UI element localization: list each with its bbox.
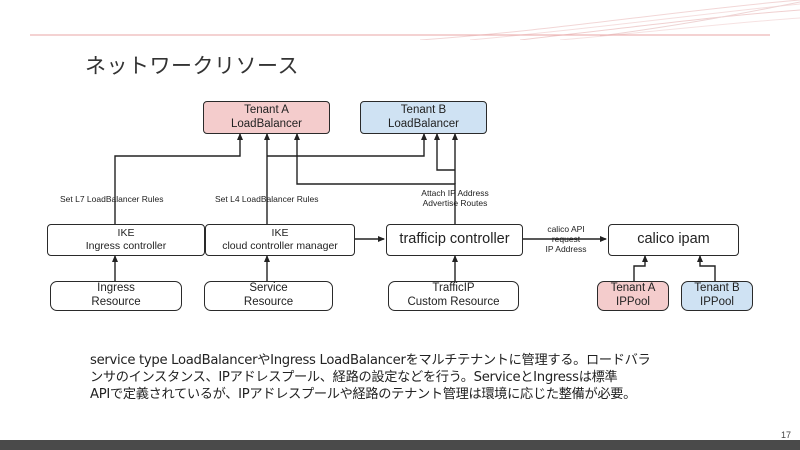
service-resource: Service Resource	[204, 281, 333, 311]
description-line-2: ンサのインスタンス、IPアドレスプール、経路の設定などを行う。ServiceとI…	[90, 370, 618, 385]
tenant-b-lb-line2: LoadBalancer	[388, 117, 459, 130]
label-attach-line2: Advertise Routes	[422, 198, 488, 208]
tenant-a-ippool-line1: Tenant A	[610, 282, 656, 295]
trafficip-resource-line1: TrafficIP	[432, 282, 475, 295]
trafficip-controller: trafficip controller	[386, 224, 523, 256]
tenant-a-loadbalancer: Tenant A LoadBalancer	[203, 101, 330, 134]
trafficip-resource-line2: Custom Resource	[407, 296, 500, 308]
calico-ipam: calico ipam	[608, 224, 739, 256]
tenant-b-lb-line1: Tenant B	[400, 103, 447, 116]
slide-description: service type LoadBalancerやIngress LoadBa…	[90, 352, 750, 403]
ingress-resource: Ingress Resource	[50, 281, 182, 311]
slide-title: ネットワークリソース	[85, 54, 299, 78]
header-decoration	[30, 0, 800, 40]
description-line-1: service type LoadBalancerやIngress LoadBa…	[90, 353, 651, 368]
label-l7-rules: Set L7 LoadBalancer Rules	[60, 194, 164, 204]
trafficip-controller-label: trafficip controller	[399, 231, 510, 248]
tenant-a-lb-line1: Tenant A	[244, 103, 289, 116]
ingress-controller: IKE Ingress controller	[47, 224, 205, 256]
cloud-controller-line1: IKE	[271, 227, 289, 240]
service-resource-line2: Resource	[243, 296, 294, 308]
ingress-controller-line1: IKE	[117, 227, 135, 240]
tenant-a-ippool-line2: IPPool	[616, 296, 650, 308]
service-resource-line1: Service	[249, 282, 288, 295]
ingress-controller-line2: Ingress controller	[85, 240, 167, 252]
tenant-b-ippool-line1: Tenant B	[694, 282, 740, 295]
calico-ipam-label: calico ipam	[637, 231, 710, 248]
label-calico-api: calico API request IP Address	[536, 224, 596, 254]
label-attach-line1: Attach IP Address	[421, 188, 489, 198]
label-l4-rules: Set L4 LoadBalancer Rules	[215, 194, 319, 204]
tenant-a-lb-line2: LoadBalancer	[231, 117, 302, 130]
label-calico-line3: IP Address	[545, 244, 587, 254]
description-line-3: APIで定義されているが、IPアドレスプールや経路のテナント管理は環境に応じた整…	[90, 387, 637, 402]
ingress-resource-line2: Resource	[91, 296, 141, 308]
label-attach-ip: Attach IP Address Advertise Routes	[415, 188, 495, 208]
cloud-controller-manager: IKE cloud controller manager	[205, 224, 355, 256]
label-calico-line1: calico API	[547, 224, 585, 234]
label-calico-line2: request	[551, 234, 581, 244]
diagram-connectors	[112, 133, 716, 281]
ingress-resource-line1: Ingress	[97, 282, 135, 295]
tenant-a-ippool: Tenant A IPPool	[597, 281, 669, 311]
cloud-controller-line2: cloud controller manager	[222, 240, 338, 252]
tenant-b-loadbalancer: Tenant B LoadBalancer	[360, 101, 487, 134]
tenant-b-ippool-line2: IPPool	[700, 296, 734, 308]
page-number: 17	[781, 430, 792, 440]
trafficip-custom-resource: TrafficIP Custom Resource	[388, 281, 519, 311]
footer-bar	[0, 440, 800, 450]
tenant-b-ippool: Tenant B IPPool	[681, 281, 753, 311]
